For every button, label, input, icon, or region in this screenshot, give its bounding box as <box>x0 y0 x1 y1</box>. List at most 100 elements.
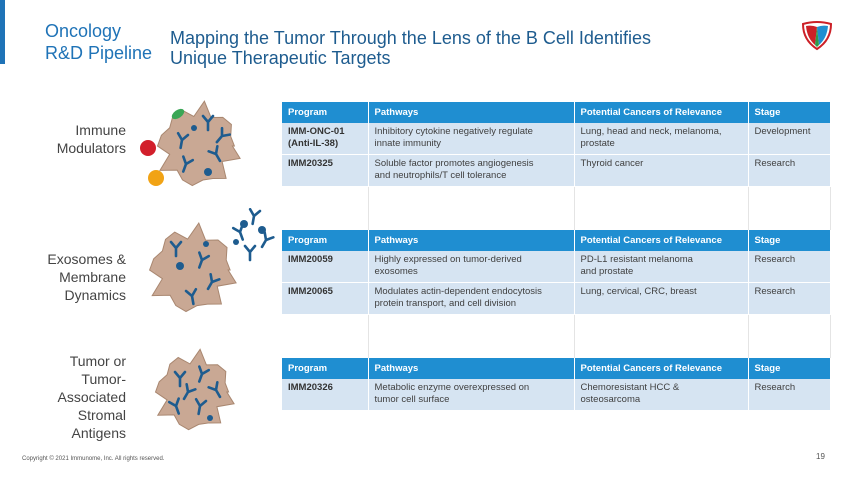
section-title: Oncology R&D Pipeline <box>45 20 152 64</box>
cancers-line: prostate <box>580 138 615 149</box>
table-spacer-row <box>282 314 831 361</box>
pathway-line: protein transport, and cell division <box>374 298 517 309</box>
antibody-icon <box>173 370 187 388</box>
pathway-line: Highly expressed on tumor-derived <box>374 254 522 265</box>
antibody-icon <box>169 240 183 258</box>
section-title-line-1: Oncology <box>45 21 122 41</box>
cancers-line: Thyroid cancer <box>580 158 644 169</box>
pathway-line: innate immunity <box>374 138 442 149</box>
cancers-line: osteosarcoma <box>580 394 641 405</box>
stage-cell: Development <box>748 123 831 155</box>
antibody-icon <box>206 273 221 291</box>
program-line: (Anti-IL-38) <box>288 138 339 149</box>
column-header: Pathways <box>368 230 575 251</box>
group-label-line: Exosomes & <box>47 251 126 267</box>
cancers-line: Lung, cervical, CRC, breast <box>580 286 697 297</box>
antibody-icon <box>248 208 262 226</box>
group-label-line: Membrane <box>59 269 126 285</box>
cancers-cell: Lung, head and neck, melanoma,prostate <box>574 123 749 155</box>
cancers-cell: Chemoresistant HCC &osteosarcoma <box>574 379 749 411</box>
group-label-line: Tumor or <box>69 353 126 369</box>
cancers-line: and prostate <box>580 266 634 277</box>
group-label-line: Immune <box>75 122 126 138</box>
column-header: Stage <box>748 102 831 123</box>
section-title-line-2: R&D Pipeline <box>45 43 153 63</box>
accent-bar <box>0 0 5 64</box>
column-header: Stage <box>748 230 831 251</box>
antibody-icon <box>197 365 211 383</box>
table-row: IMM20325 Soluble factor promotes angioge… <box>282 154 831 187</box>
slide-title-line-1: Mapping the Tumor Through the Lens of th… <box>170 28 651 48</box>
pathway-line: Soluble factor promotes angiogenesis <box>374 158 534 169</box>
table-spacer-row <box>282 186 831 233</box>
tumor-cell-stromal-icon <box>154 348 235 431</box>
program-line: IMM20326 <box>288 382 333 393</box>
tumor-cell-exosome-icon <box>148 208 275 313</box>
copyright-footer: Copyright © 2021 Immunome, Inc. All righ… <box>22 456 165 462</box>
group-label-line: Associated <box>57 389 126 405</box>
program-line: IMM20059 <box>288 254 333 265</box>
antibody-icon <box>176 131 190 150</box>
pathway-line: Modulates actin-dependent endocytosis <box>374 286 542 297</box>
cancers-line: Chemoresistant HCC & <box>580 382 680 393</box>
pathway-line: Inhibitory cytokine negatively regulate <box>374 126 533 137</box>
group-label-line: Antigens <box>71 425 126 441</box>
program-line: IMM-ONC-01 <box>288 126 345 137</box>
column-header: Program <box>282 102 369 123</box>
slide-title-line-2: Unique Therapeutic Targets <box>170 48 391 68</box>
pathway-line: Metabolic enzyme overexpressed on <box>374 382 530 393</box>
antibody-icon <box>182 383 197 401</box>
column-header: Potential Cancers of Relevance <box>574 102 749 123</box>
antibody-icon <box>207 145 222 163</box>
stage-cell: Research <box>748 282 831 315</box>
antibody-icon <box>167 397 181 415</box>
program-cell: IMM20059 <box>282 251 369 283</box>
program-line: IMM20065 <box>288 286 333 297</box>
program-cell: IMM-ONC-01(Anti-IL-38) <box>282 123 369 155</box>
program-cell: IMM20065 <box>282 282 369 315</box>
column-header: Program <box>282 358 369 379</box>
column-header: Stage <box>748 358 831 379</box>
table-row: IMM20326 Metabolic enzyme overexpressed … <box>282 379 831 411</box>
antibody-icon <box>243 244 257 262</box>
stage-cell: Research <box>748 251 831 283</box>
tumor-cell-immune-icon <box>140 100 241 187</box>
group-label-line: Stromal <box>77 407 126 423</box>
company-logo-icon <box>801 21 833 51</box>
column-header: Potential Cancers of Relevance <box>574 230 749 251</box>
table-row: IMM20059 Highly expressed on tumor-deriv… <box>282 251 831 283</box>
column-header: Program <box>282 230 369 251</box>
group-label-line: Modulators <box>56 140 126 156</box>
stage-cell: Research <box>748 154 831 187</box>
pathway-line: exosomes <box>374 266 418 277</box>
program-cell: IMM20325 <box>282 154 369 187</box>
table-row: IMM20065 Modulates actin-dependent endoc… <box>282 282 831 315</box>
antibody-icon <box>207 381 222 399</box>
program-cell: IMM20326 <box>282 379 369 411</box>
group-label-line: Tumor- <box>81 371 126 387</box>
cancers-line: Lung, head and neck, melanoma, <box>580 126 722 137</box>
cancers-cell: Thyroid cancer <box>574 154 749 187</box>
pathway-line: tumor cell surface <box>374 394 450 405</box>
antibody-icon <box>215 126 231 144</box>
page-number: 19 <box>816 452 825 461</box>
antibody-icon <box>181 155 195 173</box>
column-header: Pathways <box>368 102 575 123</box>
antibody-icon <box>260 231 275 249</box>
antibody-icon <box>184 287 198 306</box>
antibody-icon <box>197 251 211 269</box>
slide-title: Mapping the Tumor Through the Lens of th… <box>170 28 651 68</box>
